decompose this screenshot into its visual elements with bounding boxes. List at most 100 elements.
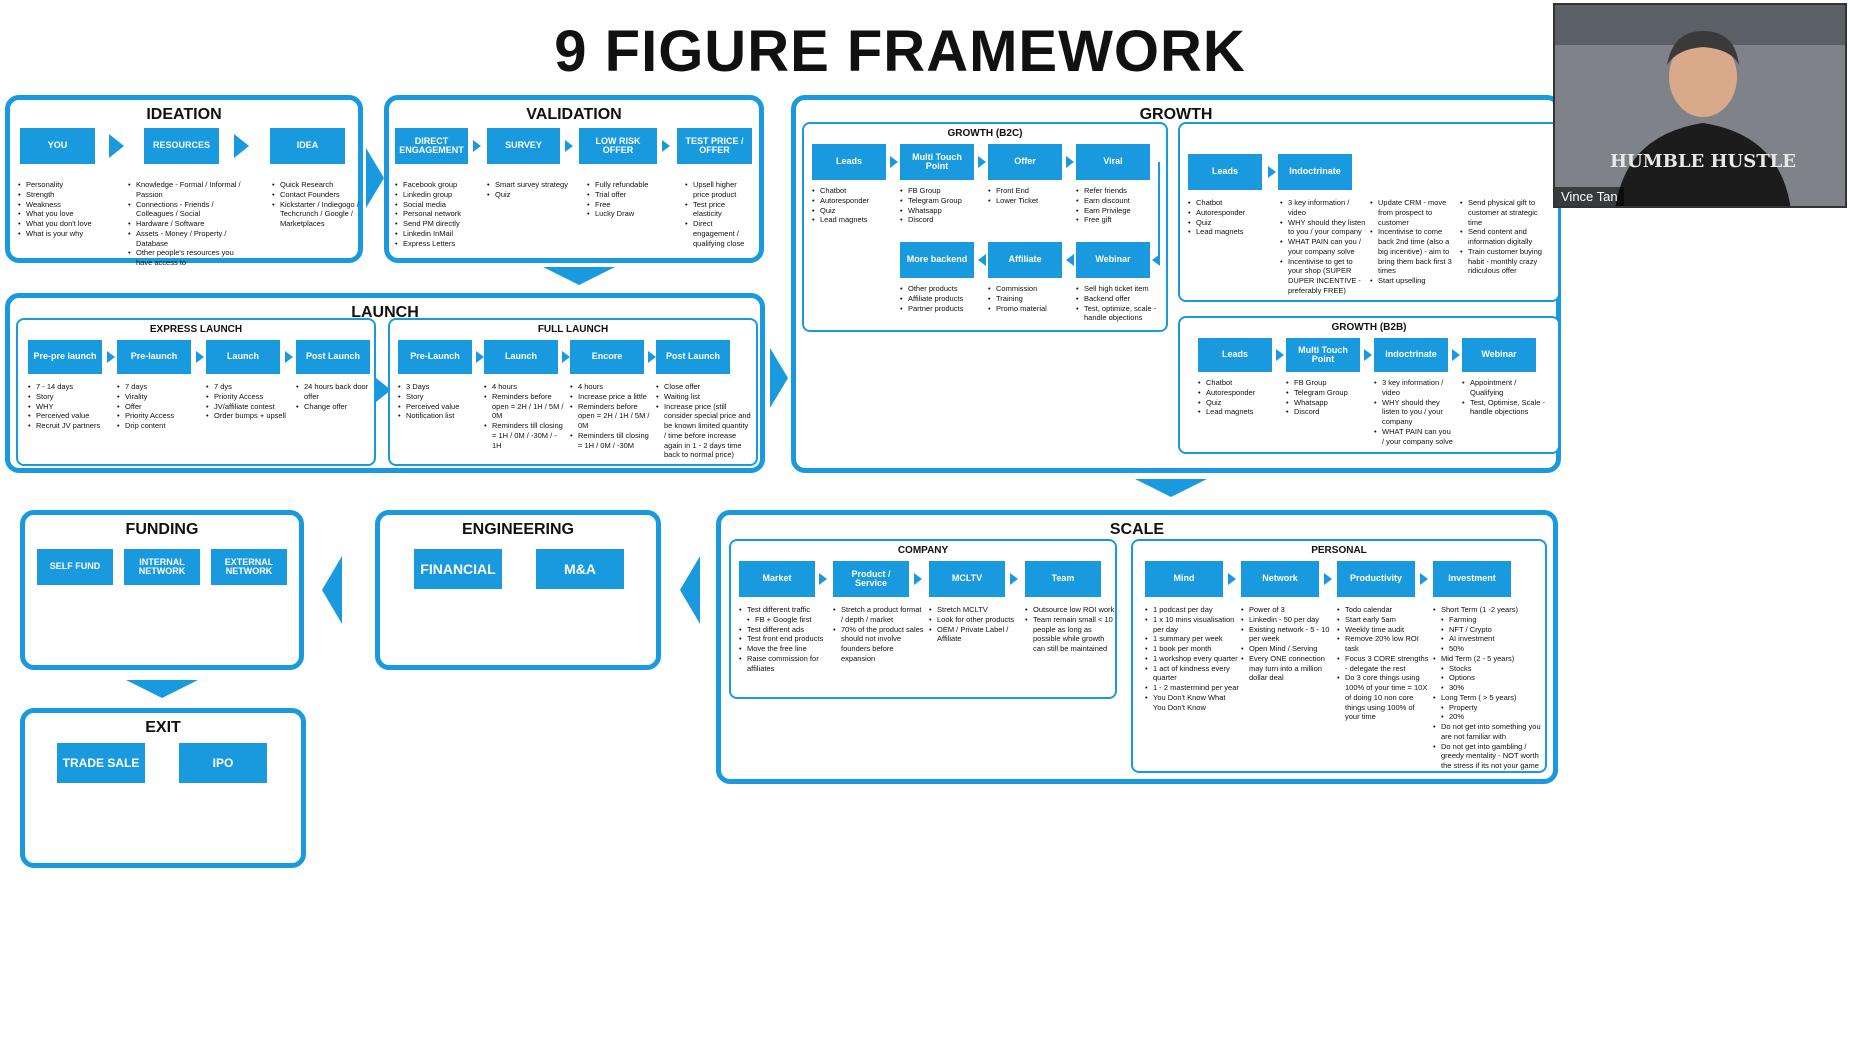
bullet-item: Reminders till closing = 1H / 0M / -30M [570, 431, 654, 451]
bullet-item: 4 hours [484, 382, 568, 392]
bullet-item: Personal network [395, 209, 487, 219]
b2c-box-viral: Viral [1076, 144, 1150, 180]
bullet-item: Stretch MCLTV [929, 605, 1021, 615]
bullet-item: What you don't love [18, 219, 130, 229]
bullet-item: Telegram Group [900, 196, 988, 206]
bullet-item: You Don't Know What You Don't Know [1145, 693, 1239, 713]
bullet-item: 3 key information / video [1280, 198, 1368, 218]
bullet-item: Drip content [117, 421, 201, 431]
bullet-item: Train customer buying habit - monthly cr… [1460, 247, 1550, 276]
bullet-item: Whatsapp [1286, 398, 1374, 408]
bullet-item: Quiz [487, 190, 579, 200]
arrow-right [914, 573, 922, 585]
personal-list-productivity: Todo calendarStart early 5amWeekly time … [1337, 605, 1429, 722]
presenter-name: Vince Tan [1555, 187, 1624, 206]
arrow-right [234, 134, 249, 158]
ideation-list-resources: Knowledge - Formal / Informal / PassionC… [128, 180, 248, 268]
bullet-item: Discord [900, 215, 988, 225]
engineering-title: ENGINEERING [461, 521, 574, 538]
bullet-item: Team remain small < 10 people as long as… [1025, 615, 1115, 654]
b2b-box-webinar: Webinar [1462, 338, 1536, 372]
bullet-item: Farming [1433, 615, 1545, 625]
bullet-item: 4 hours [570, 382, 654, 392]
engineering-box-ma: M&A [536, 549, 624, 589]
arrow-right [1452, 349, 1460, 361]
arrow-right [1228, 573, 1236, 585]
bullet-item: Lead magnets [1198, 407, 1286, 417]
growth-right-box-indoctrinate: Indoctrinate [1278, 154, 1352, 190]
bullet-item: Start early 5am [1337, 615, 1429, 625]
ideation-box-idea: IDEA [270, 128, 345, 164]
arrow-right [662, 140, 670, 152]
bullet-item: 3 key information / video [1374, 378, 1454, 398]
company-list-market: Test different trafficFB + Google firstT… [739, 605, 831, 673]
express-list-launch: 7 dysPriority AccessJV/affiliate contest… [206, 382, 292, 421]
bullet-item: Linkedin group [395, 190, 487, 200]
bullet-item: Incentivise to get to your shop (SUPER D… [1280, 257, 1368, 296]
arrow-ideation-to-validation [366, 148, 384, 208]
launch-title: LAUNCH [351, 304, 419, 321]
bullet-item: Telegram Group [1286, 388, 1374, 398]
bullet-item: Todo calendar [1337, 605, 1429, 615]
bullet-item: 70% of the product sales should not invo… [833, 625, 925, 664]
bullet-item: 50% [1433, 644, 1545, 654]
bullet-item: Outsource low ROI work [1025, 605, 1115, 615]
full-box-pre-launch: Pre-Launch [398, 340, 472, 374]
bullet-item: Upsell higher price product [685, 180, 755, 200]
bullet-item: Appointment / Qualifying [1462, 378, 1546, 398]
bullet-item: Fully refundable [587, 180, 667, 190]
bullet-item: Every ONE connection may turn into a mil… [1241, 654, 1333, 683]
funding-title: FUNDING [125, 521, 199, 538]
bullet-item: Stretch a product format / depth / marke… [833, 605, 925, 625]
arrow-validation-to-launch [543, 267, 615, 285]
bullet-item: WHAT PAIN can you / your company solve [1280, 237, 1368, 257]
bullet-item: Recruit JV partners [28, 421, 116, 431]
bullet-item: Direct engagement / qualifying close [685, 219, 755, 248]
b2b-list-leads: ChatbotAutoresponderQuizLead magnets [1198, 378, 1286, 417]
ideation-box-resources: RESOURCES [144, 128, 219, 164]
bullet-item: Test front end products [739, 634, 831, 644]
bullet-item: Send physical gift to customer at strate… [1460, 198, 1550, 227]
bullet-item: Weakness [18, 200, 130, 210]
bullet-item: Knowledge - Formal / Informal / Passion [128, 180, 248, 200]
bullet-item: Quiz [1198, 398, 1286, 408]
company-list-product-service: Stretch a product format / depth / marke… [833, 605, 925, 664]
bullet-item: Stocks [1433, 664, 1545, 674]
scale-company-title: COMPANY [897, 545, 949, 556]
full-list-launch: 4 hoursReminders before open = 2H / 1H /… [484, 382, 568, 450]
bullet-item: Facebook group [395, 180, 487, 190]
arrow-right [473, 140, 481, 152]
validation-title: VALIDATION [526, 106, 622, 123]
b2c-box-offer: Offer [988, 144, 1062, 180]
bullet-item: Existing network - 5 - 10 per week [1241, 625, 1333, 645]
growth-b2c-panel: GROWTH (B2C) Leads Multi Touch Point Off… [802, 122, 1168, 332]
growth-right-panel: Leads Indoctrinate ChatbotAutoresponderQ… [1178, 122, 1560, 302]
bullet-item: Personality [18, 180, 130, 190]
growth-b2c-title: GROWTH (B2C) [947, 128, 1023, 139]
bullet-item: 1 - 2 mastermind per year [1145, 683, 1239, 693]
arrow-right [1364, 349, 1372, 361]
engineering-box-financial: FINANCIAL [414, 549, 502, 589]
arrow-funding-to-exit [126, 680, 198, 698]
b2c-box-webinar: Webinar [1076, 242, 1150, 278]
company-box-product-service: Product / Service [833, 561, 909, 597]
arrow-right [978, 156, 986, 168]
ideation-list-idea: Quick ResearchContact FoundersKickstarte… [272, 180, 360, 229]
bullet-item: Earn discount [1076, 196, 1156, 206]
growth-section: GROWTH GROWTH (B2C) Leads Multi Touch Po… [791, 95, 1561, 473]
arrow-right [565, 140, 573, 152]
arrow-right [285, 351, 293, 363]
bullet-item: Linkedin - 50 per day [1241, 615, 1333, 625]
bullet-item: Virality [117, 392, 201, 402]
bullet-item: Trial offer [587, 190, 667, 200]
arrow-right [1010, 573, 1018, 585]
bullet-item: Offer [117, 402, 201, 412]
ideation-section: IDEATION YOU RESOURCES IDEA PersonalityS… [5, 95, 363, 267]
bullet-item: Options [1433, 673, 1545, 683]
bullet-item: 1 workshop every quarter [1145, 654, 1239, 664]
b2c-list-viral: Refer friendsEarn discountEarn Privilege… [1076, 186, 1156, 225]
arrow-right [819, 573, 827, 585]
presenter-webcam: HUMBLE HUSTLE Vince Tan [1553, 3, 1847, 208]
b2c-loop-connector [1158, 162, 1160, 262]
bullet-item: Smart survey strategy [487, 180, 579, 190]
